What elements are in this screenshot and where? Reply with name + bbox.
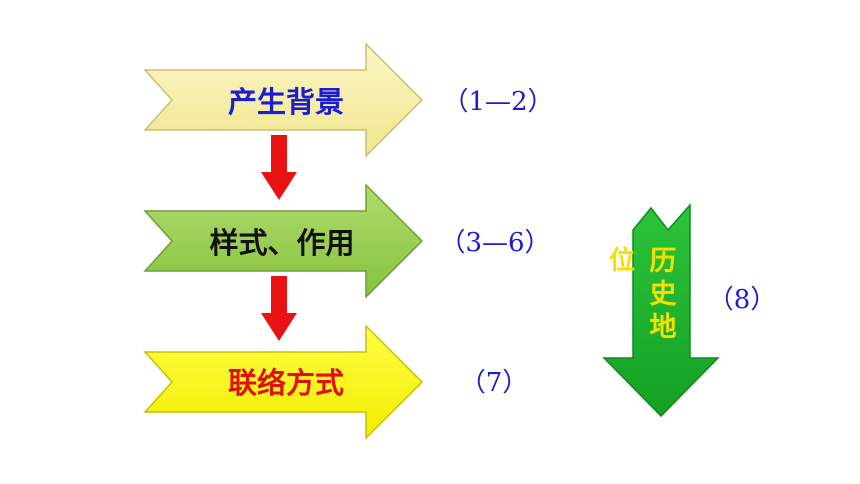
step-label-1: 产生背景: [228, 85, 344, 119]
side-label-left: 位: [609, 245, 635, 276]
step-arrow-3: 联络方式: [143, 324, 424, 440]
down-connector-1: [261, 135, 297, 200]
side-label-char-2: 史: [650, 279, 677, 310]
step-range-1: （1—2）: [442, 87, 553, 117]
down-connector-2: [261, 276, 297, 341]
side-down-arrow: 位 历 史 地: [602, 203, 720, 418]
side-label-char-3: 地: [650, 312, 677, 343]
step-range-2: （3—6）: [439, 228, 550, 258]
side-label-char-1: 历: [650, 246, 677, 277]
step-label-2: 样式、作用: [209, 226, 354, 260]
step-arrow-1: 产生背景: [143, 42, 424, 158]
side-range: （8）: [708, 285, 777, 315]
step-arrow-2: 样式、作用: [143, 183, 424, 299]
step-range-3: （7）: [460, 368, 529, 398]
step-label-3: 联络方式: [228, 366, 344, 400]
